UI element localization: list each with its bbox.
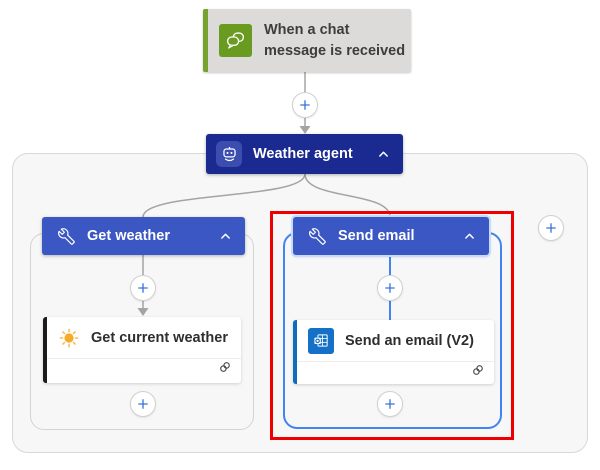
sun-icon — [58, 327, 80, 349]
connection-link-icon — [218, 360, 232, 379]
chevron-up-icon — [465, 233, 474, 239]
action-title: Get current weather — [91, 329, 228, 346]
insert-step-after-trigger-button[interactable] — [292, 92, 318, 118]
add-action-send-email-button[interactable] — [377, 391, 403, 417]
insert-step-get-weather-button[interactable] — [130, 275, 156, 301]
connection-link-icon — [471, 363, 485, 382]
wrench-icon — [309, 227, 326, 245]
agent-title: Weather agent — [253, 146, 353, 162]
outlook-icon — [308, 327, 334, 354]
send-an-email-card[interactable]: Send an email (V2) — [293, 320, 494, 384]
chevron-up-icon — [379, 151, 388, 157]
send-email-scope-header[interactable]: Send email — [293, 217, 489, 255]
get-weather-collapse-button[interactable] — [217, 228, 234, 245]
wrench-icon — [58, 227, 75, 245]
chat-bubbles-icon — [219, 24, 252, 57]
scope-title: Send email — [338, 228, 415, 244]
add-branch-button[interactable] — [538, 215, 564, 241]
trigger-card[interactable]: When a chat message is received — [203, 9, 411, 72]
add-action-get-weather-button[interactable] — [130, 391, 156, 417]
insert-step-send-email-button[interactable] — [377, 275, 403, 301]
action-title: Send an email (V2) — [345, 332, 474, 349]
agent-collapse-button[interactable] — [375, 146, 392, 163]
scope-title: Get weather — [87, 228, 170, 244]
get-weather-scope-header[interactable]: Get weather — [42, 217, 245, 255]
get-current-weather-card[interactable]: Get current weather — [43, 317, 241, 383]
bot-icon — [216, 141, 242, 167]
send-email-collapse-button[interactable] — [461, 228, 478, 245]
agent-card[interactable]: Weather agent — [206, 134, 403, 174]
trigger-title: When a chat message is received — [264, 21, 406, 59]
chevron-up-icon — [221, 233, 230, 239]
